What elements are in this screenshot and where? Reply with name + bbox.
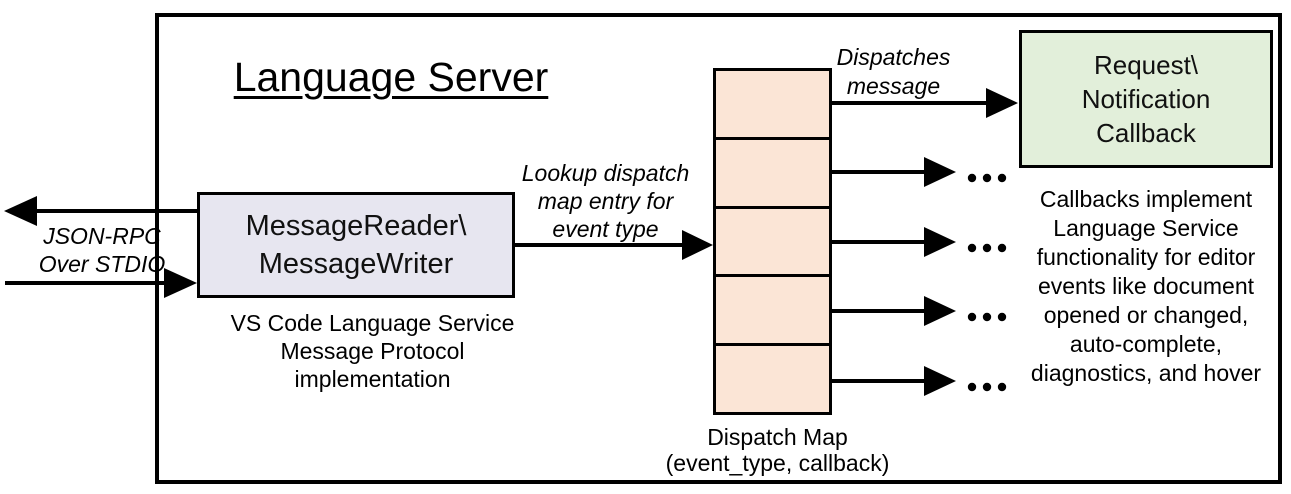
dispatch-cell xyxy=(716,209,829,278)
callback-box-line2: Notification xyxy=(1081,84,1211,114)
dispatch-map-caption-line2: (event_type, callback) xyxy=(665,450,890,476)
ellipsis-icon xyxy=(967,243,1007,253)
dispatches-message-label: Dispatches message xyxy=(806,43,981,101)
json-rpc-label-line1: JSON-RPC xyxy=(43,223,161,249)
callbacks-note-line: Callbacks implement xyxy=(1039,186,1253,212)
message-reader-line: MessageReader\ xyxy=(245,210,467,242)
dispatches-message-label-line2: message xyxy=(846,73,941,99)
dispatches-message-label-line1: Dispatches xyxy=(836,44,951,70)
callbacks-note: Callbacks implement Language Service fun… xyxy=(1010,185,1282,388)
message-writer-line: MessageWriter xyxy=(258,248,454,280)
message-box-caption: VS Code Language Service Message Protoco… xyxy=(200,309,545,393)
lookup-dispatch-label-line2: map entry for xyxy=(537,188,674,214)
page-title: Language Server xyxy=(233,54,549,100)
json-rpc-out-arrow xyxy=(4,196,197,226)
callback-box-line1: Request\ xyxy=(1093,50,1199,80)
dispatch-map xyxy=(713,68,832,415)
dispatch-map-caption-line1: Dispatch Map xyxy=(707,424,848,450)
dispatch-map-caption: Dispatch Map (event_type, callback) xyxy=(645,424,910,476)
ellipsis-icon xyxy=(967,312,1007,322)
request-notification-callback-box: Request\ Notification Callback xyxy=(1019,30,1273,168)
message-box-caption-line1: VS Code Language Service xyxy=(230,310,515,336)
callbacks-note-line: auto-complete, xyxy=(1069,331,1223,357)
callbacks-note-line: functionality for editor xyxy=(1036,244,1256,270)
lookup-arrow xyxy=(515,230,713,260)
callbacks-note-line: opened or changed, xyxy=(1043,302,1249,328)
dispatch-cell xyxy=(716,71,829,140)
dispatch-cell xyxy=(716,346,829,412)
message-reader-writer-box: MessageReader\ MessageWriter xyxy=(197,192,515,298)
lookup-dispatch-label-line1: Lookup dispatch xyxy=(521,160,690,186)
message-box-caption-line2: Message Protocol implementation xyxy=(280,338,465,392)
dispatch-cell xyxy=(716,277,829,347)
callback-box-line3: Callback xyxy=(1096,118,1196,148)
dispatch-cell xyxy=(716,140,829,209)
json-rpc-label: JSON-RPC Over STDIO xyxy=(22,222,182,278)
lookup-dispatch-label: Lookup dispatch map entry for event type xyxy=(508,159,703,243)
json-rpc-label-line2: Over STDIO xyxy=(38,251,166,277)
callbacks-note-line: events like document xyxy=(1037,273,1255,299)
callbacks-note-line: Language Service xyxy=(1053,215,1239,241)
callbacks-note-line: diagnostics, and hover xyxy=(1030,360,1262,386)
ellipsis-icon xyxy=(967,382,1007,392)
json-rpc-in-arrow xyxy=(5,268,197,298)
lookup-dispatch-label-line3: event type xyxy=(552,216,659,242)
ellipsis-icon xyxy=(967,173,1007,183)
language-server-container xyxy=(155,13,1282,484)
